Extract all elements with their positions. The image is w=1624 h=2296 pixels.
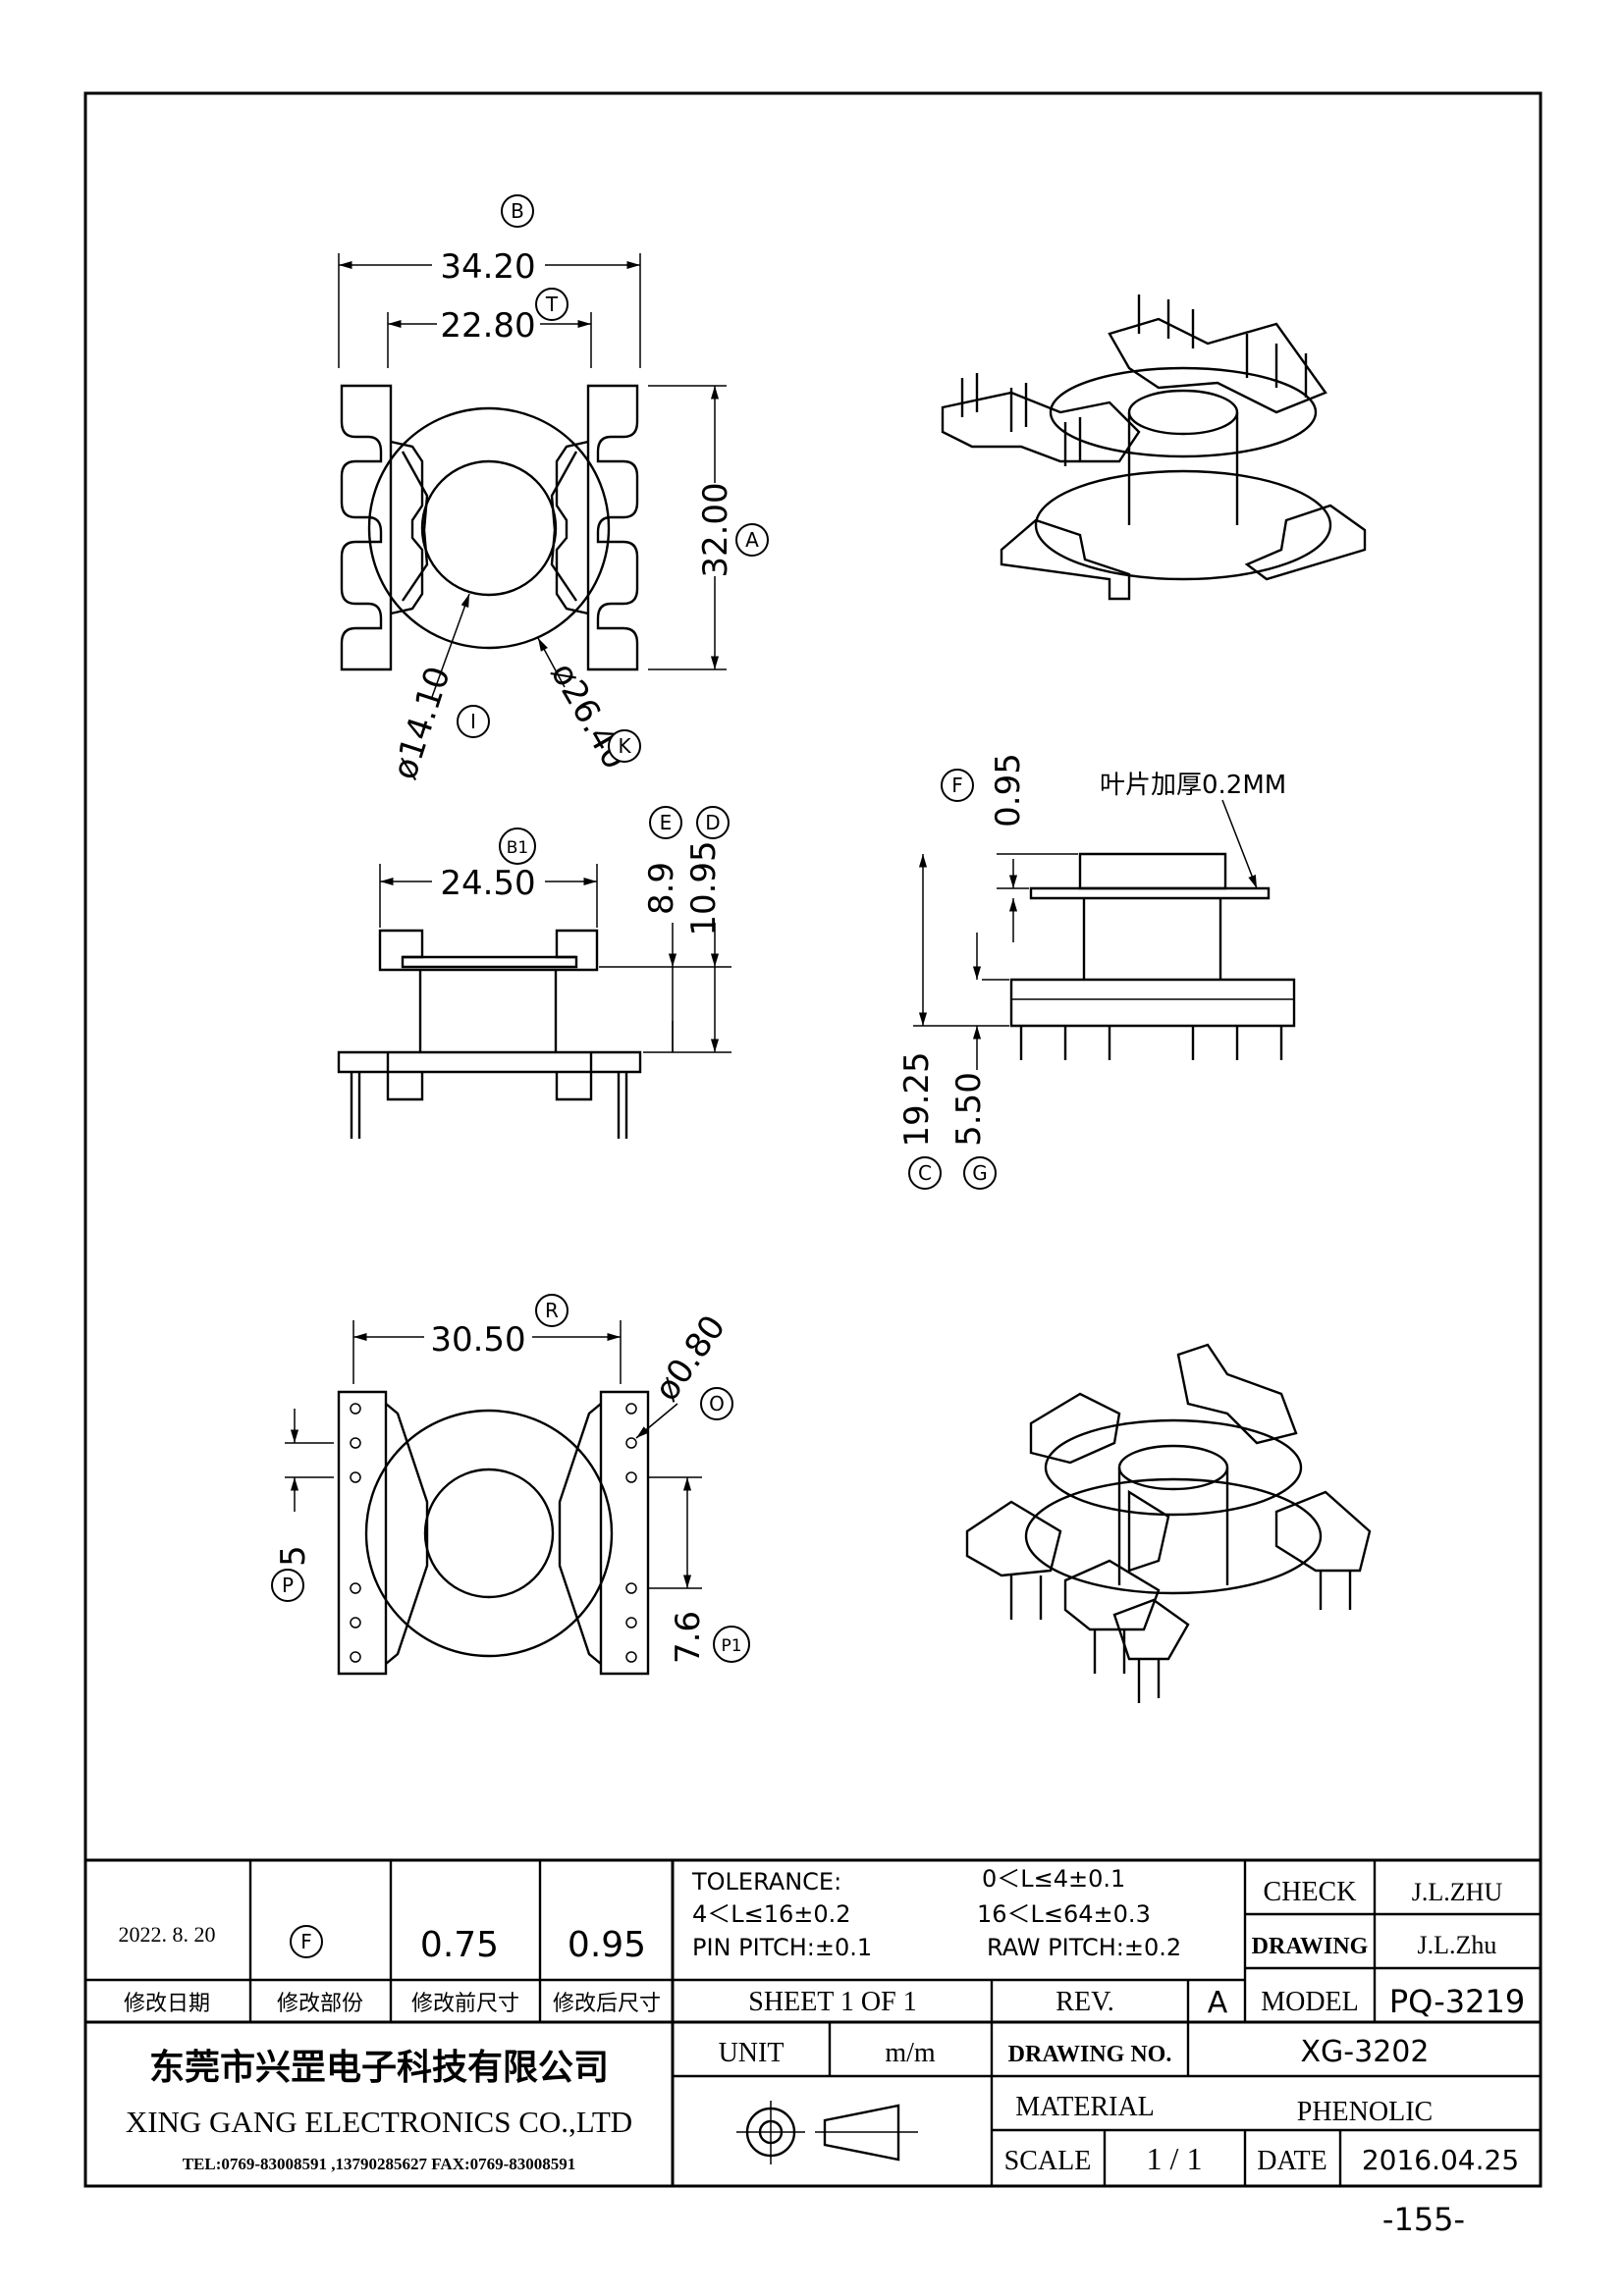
model-value: PQ-3219 <box>1389 1983 1525 2020</box>
tol-pin: PIN PITCH:±0.1 <box>692 1934 872 1961</box>
dim-i-text: ø14.10 <box>385 662 459 784</box>
label-f-text: F <box>951 774 963 797</box>
rev-label: REV. <box>1056 1987 1113 2017</box>
unit-label: UNIT <box>719 2038 785 2068</box>
label-d-circle <box>696 806 730 839</box>
label-r-text: R <box>545 1299 559 1322</box>
tol-r3: 16＜L≤64±0.3 <box>977 1900 1151 1928</box>
scale-label: SCALE <box>1004 2146 1092 2176</box>
material-value: PHENOLIC <box>1297 2097 1433 2127</box>
rev-h-date: 修改日期 <box>124 1991 210 2015</box>
date-label: DATE <box>1257 2146 1327 2176</box>
sheet-text: SHEET 1 OF 1 <box>748 1987 916 2017</box>
top-view: 34.20 B 22.80 T 32.00 A <box>338 194 769 784</box>
dim-d-text: 10.95 <box>684 840 724 935</box>
label-p-text: P <box>282 1574 294 1597</box>
projection-symbol-icon <box>736 2101 918 2164</box>
isometric-view-pins-up <box>941 294 1367 601</box>
dim-f-text: 0.95 <box>989 753 1028 828</box>
rev-before: 0.75 <box>420 1925 499 1965</box>
isometric-view-pins-down <box>965 1343 1372 1703</box>
check-value: J.L.ZHU <box>1412 1878 1503 1906</box>
rev-part-circle <box>290 1925 323 1958</box>
check-label: CHECK <box>1264 1877 1357 1907</box>
rev-h-after: 修改后尺寸 <box>553 1991 661 2015</box>
front-view: 24.50 B1 8.9 10.95 E D <box>337 806 731 1139</box>
label-o-circle <box>700 1387 733 1420</box>
dim-b-text: 34.20 <box>440 247 535 287</box>
label-f-circle <box>941 769 974 802</box>
label-r-circle <box>535 1294 568 1327</box>
rev-h-before: 修改前尺寸 <box>411 1991 519 2015</box>
date-value: 2016.04.25 <box>1362 2144 1519 2176</box>
label-k-text: K <box>618 734 631 758</box>
rev-date: 2022. 8. 20 <box>119 1922 216 1947</box>
dim-r-text: 30.50 <box>430 1320 525 1360</box>
label-a-text: A <box>745 528 759 552</box>
side-view: F 0.95 叶片加厚0.2MM 19.25 5.50 C G <box>897 753 1296 1190</box>
bottom-view: 30.50 R 5 P ø0.80 O 7.6 <box>271 1294 750 1676</box>
tol-r2: 4＜L≤16±0.2 <box>692 1900 851 1928</box>
label-c-text: C <box>918 1161 932 1185</box>
tol-r1: 0＜L≤4±0.1 <box>982 1865 1125 1893</box>
label-a-circle <box>735 523 769 557</box>
title-block: 2022. 8. 20 F 0.75 0.95 修改日期 修改部份 修改前尺寸 … <box>83 1858 1543 2188</box>
dim-b1-text: 24.50 <box>440 864 535 903</box>
rev-h-part: 修改部份 <box>277 1991 363 2015</box>
unit-value: m/m <box>885 2038 936 2068</box>
label-t-circle <box>535 288 568 321</box>
label-d-text: D <box>705 811 720 834</box>
label-c-circle <box>908 1156 942 1190</box>
label-b-text: B <box>511 199 524 223</box>
company-en: XING GANG ELECTRONICS CO.,LTD <box>126 2105 632 2139</box>
dim-t-text: 22.80 <box>440 306 535 346</box>
rev-part: F <box>300 1930 312 1953</box>
label-b1-circle <box>499 828 536 865</box>
drawing-value: J.L.Zhu <box>1418 1931 1497 1959</box>
drawing-label: DRAWING <box>1252 1934 1369 1959</box>
label-t-text: T <box>545 293 559 316</box>
model-label: MODEL <box>1261 1987 1359 2017</box>
label-i-circle <box>457 705 490 738</box>
dim-c-text: 19.25 <box>897 1051 937 1147</box>
tol-raw: RAW PITCH:±0.2 <box>987 1934 1181 1961</box>
dim-a-text: 32.00 <box>696 482 735 577</box>
page-number: -155- <box>1382 2201 1465 2238</box>
dim-p1-text: 7.6 <box>669 1611 708 1664</box>
material-label: MATERIAL <box>1015 2092 1155 2122</box>
label-p-circle <box>271 1569 304 1602</box>
rev-after: 0.95 <box>568 1925 646 1965</box>
scale-value: 1 / 1 <box>1147 2141 1203 2176</box>
dim-g-text: 5.50 <box>949 1072 989 1147</box>
drawing-no-value: XG-3202 <box>1301 2035 1430 2069</box>
label-i-text: I <box>470 710 476 733</box>
label-b-circle <box>501 194 534 228</box>
dim-e-text: 8.9 <box>642 862 681 915</box>
dim-p-text: 5 <box>274 1545 313 1567</box>
label-e-text: E <box>660 811 673 834</box>
label-p1-circle <box>713 1626 750 1663</box>
label-k-circle <box>608 729 641 763</box>
rev-value: A <box>1208 1986 1228 2020</box>
tol-title: TOLERANCE: <box>691 1868 841 1896</box>
note-text: 叶片加厚0.2MM <box>1100 771 1286 800</box>
label-g-text: G <box>972 1161 988 1185</box>
label-g-circle <box>963 1156 997 1190</box>
drawing-no-label: DRAWING NO. <box>1008 2042 1172 2067</box>
label-e-circle <box>649 806 682 839</box>
company-contact: TEL:0769-83008591 ,13790285627 FAX:0769-… <box>183 2155 576 2173</box>
company-cn: 东莞市兴罡电子科技有限公司 <box>149 2048 609 2087</box>
label-p1-text: P1 <box>721 1636 741 1656</box>
label-o-text: O <box>709 1392 725 1415</box>
label-b1-text: B1 <box>507 838 528 858</box>
